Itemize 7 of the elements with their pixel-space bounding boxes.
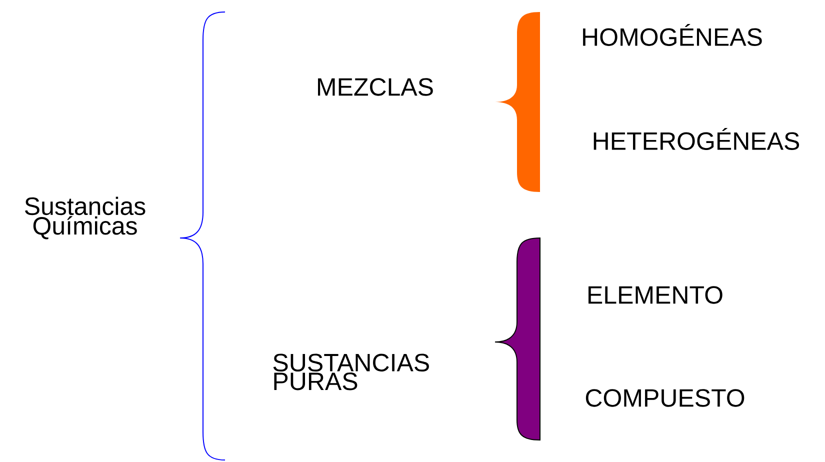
category-label: HOMOGÉNEAS <box>583 24 762 46</box>
category-label: ELEMENTO <box>588 286 722 304</box>
category-label: Sustancias Químicas <box>25 196 146 240</box>
category-label: SUSTANCIAS PURAS <box>273 354 429 390</box>
category-label: COMPUESTO <box>586 389 744 407</box>
category-label: HETEROGÉNEAS <box>594 128 800 150</box>
category-label: MEZCLAS <box>318 78 433 96</box>
